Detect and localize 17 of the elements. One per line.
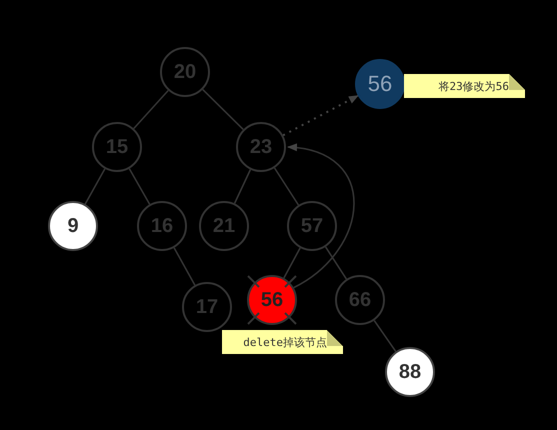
arrow — [287, 144, 355, 288]
new-value-circle: 56 — [355, 59, 405, 109]
tree-edge — [374, 320, 396, 352]
tree-edge — [84, 168, 106, 205]
tree-edge — [133, 90, 169, 130]
note-label: delete掉该节点 — [222, 330, 343, 354]
arrow — [282, 94, 359, 136]
tree-edge — [324, 246, 348, 280]
tree-edge — [173, 247, 196, 286]
tree-edge — [234, 169, 252, 204]
tree-edge — [283, 248, 301, 278]
tree-edge — [128, 168, 150, 205]
tree-node-circle: 88 — [385, 347, 435, 397]
tree-edge — [274, 168, 300, 206]
tree-edge — [202, 89, 244, 130]
tree-node-circle: 9 — [48, 201, 98, 251]
note-label: 将23修改为56 — [404, 74, 525, 98]
